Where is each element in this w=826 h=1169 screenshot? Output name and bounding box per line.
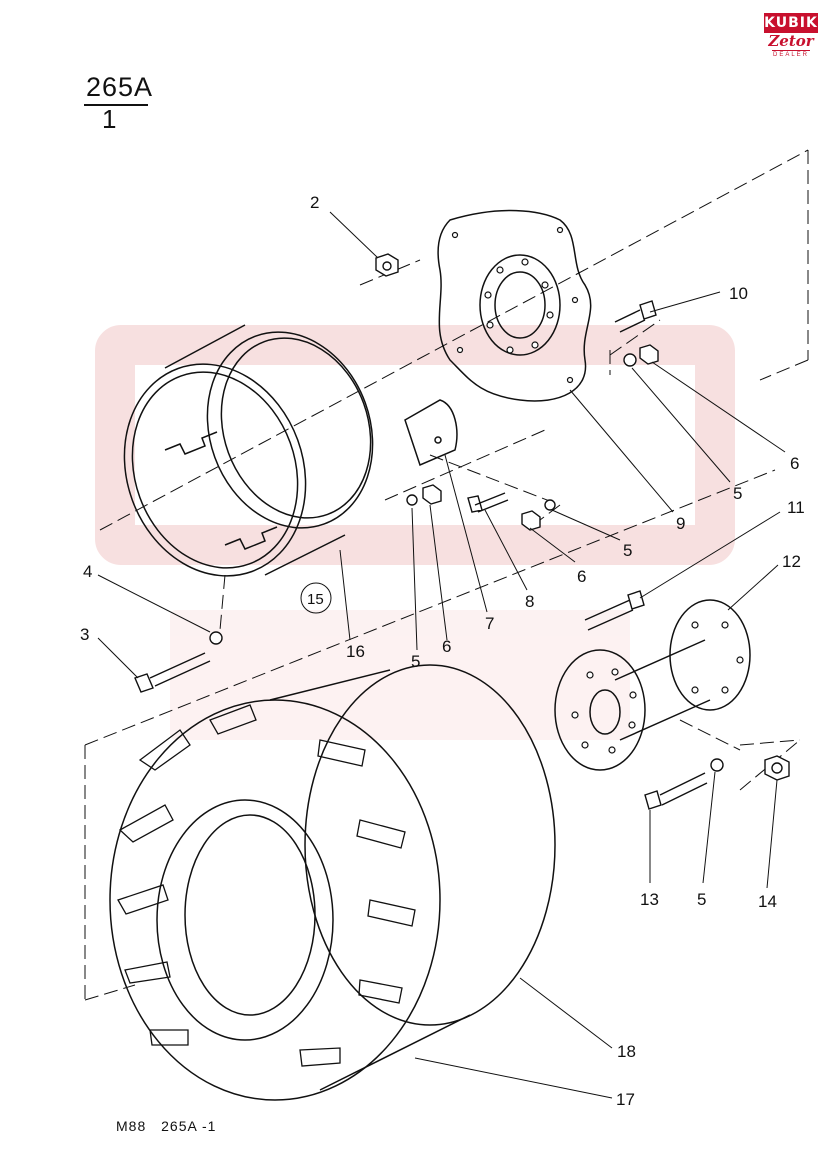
washer-5-right [544,499,556,511]
stud-11 [584,590,645,631]
leader-lines [97,211,786,1099]
callout-14: 14 [758,892,777,911]
callout-9: 9 [676,514,685,533]
callout-7: 7 [485,614,494,633]
logo-sub-text: DEALER [772,50,810,58]
callout-5-right: 5 [623,541,632,560]
washer-5-left [406,494,418,506]
wheel-hub [554,599,751,771]
logo-top-text: KUBIK [764,13,818,33]
washer-5-top [623,353,637,367]
watermark [95,325,735,740]
footer-model: M88 [116,1118,147,1134]
callout-6-right: 6 [577,567,586,586]
nut-6-left [422,484,442,505]
footer-code: 265A -1 [161,1118,217,1134]
bolt-10 [614,300,657,333]
callout-16: 16 [346,642,365,661]
nut-6-right [521,510,541,531]
clamp-bracket [404,399,458,467]
fasteners [134,253,790,810]
callout-6-left: 6 [442,637,451,656]
wheel-rim [123,324,374,577]
washer-5-hub [710,758,724,772]
dealer-logo: KUBIK Zetor DEALER [764,13,818,61]
callout-15: 15 [307,591,324,608]
group-code: 265A [86,72,154,102]
callout-5-top: 5 [733,484,742,503]
logo-brand-text: Zetor [768,32,814,50]
bolt-8 [467,492,509,513]
callout-2: 2 [310,193,319,212]
callout-8: 8 [525,592,534,611]
tractor-tyre [109,664,556,1101]
bolt-3 [134,652,211,693]
header-divider [84,104,148,106]
callout-5-hub: 5 [697,890,706,909]
callout-3: 3 [80,625,89,644]
footer-reference: M88 265A -1 [116,1118,226,1134]
sheet-number: 1 [102,104,117,134]
callout-11: 11 [787,498,805,517]
callout-10: 10 [729,284,748,303]
callout-13: 13 [640,890,659,909]
alignment-lines [84,149,809,1001]
callout-5-left: 5 [411,652,420,671]
callout-6-top: 6 [790,454,799,473]
wheel-disc [437,209,592,402]
nut-6-top [639,344,659,365]
callout-4: 4 [83,562,92,581]
callout-17: 17 [616,1090,635,1109]
washer-4 [209,631,223,645]
callout-12: 12 [782,552,801,571]
callout-18: 18 [617,1042,636,1061]
bolt-13 [644,772,708,810]
